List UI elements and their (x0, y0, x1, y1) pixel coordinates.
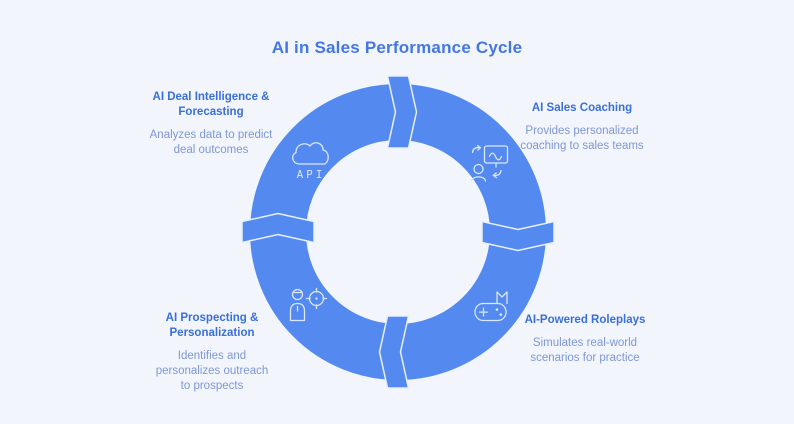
step-description: Simulates real-world scenarios for pract… (530, 337, 640, 364)
step-description: Analyzes data to predict deal outcomes (149, 129, 273, 156)
step-description: Provides personalized coaching to sales … (520, 125, 644, 152)
step-sales-coaching: AI Sales Coaching Provides personalized … (487, 101, 677, 154)
cycle-arrow-bottom-icon (378, 315, 410, 389)
api-label: API (297, 168, 326, 181)
person-target-icon (289, 287, 328, 322)
step-prospecting-personalization: AI Prospecting & Personalization Identif… (117, 311, 307, 394)
cycle-arrow-right-icon (481, 220, 555, 252)
cloud-api-icon: API (292, 142, 329, 181)
step-description: Identifies and personalizes outreach to … (155, 350, 269, 392)
sales-coaching-icon (470, 144, 509, 182)
step-deal-intelligence: AI Deal Intelligence & Forecasting Analy… (116, 90, 306, 158)
game-controller-icon (474, 291, 508, 322)
step-heading: AI Sales Coaching (531, 102, 633, 114)
step-heading: AI-Powered Roleplays (524, 314, 646, 326)
step-powered-roleplays: AI-Powered Roleplays Simulates real-worl… (490, 313, 680, 366)
cycle-arrow-top-icon (386, 75, 418, 149)
cycle-arrow-left-icon (241, 212, 315, 244)
step-heading: AI Prospecting & Personalization (165, 312, 259, 339)
step-heading: AI Deal Intelligence & Forecasting (152, 91, 270, 118)
page-title: AI in Sales Performance Cycle (271, 38, 523, 57)
